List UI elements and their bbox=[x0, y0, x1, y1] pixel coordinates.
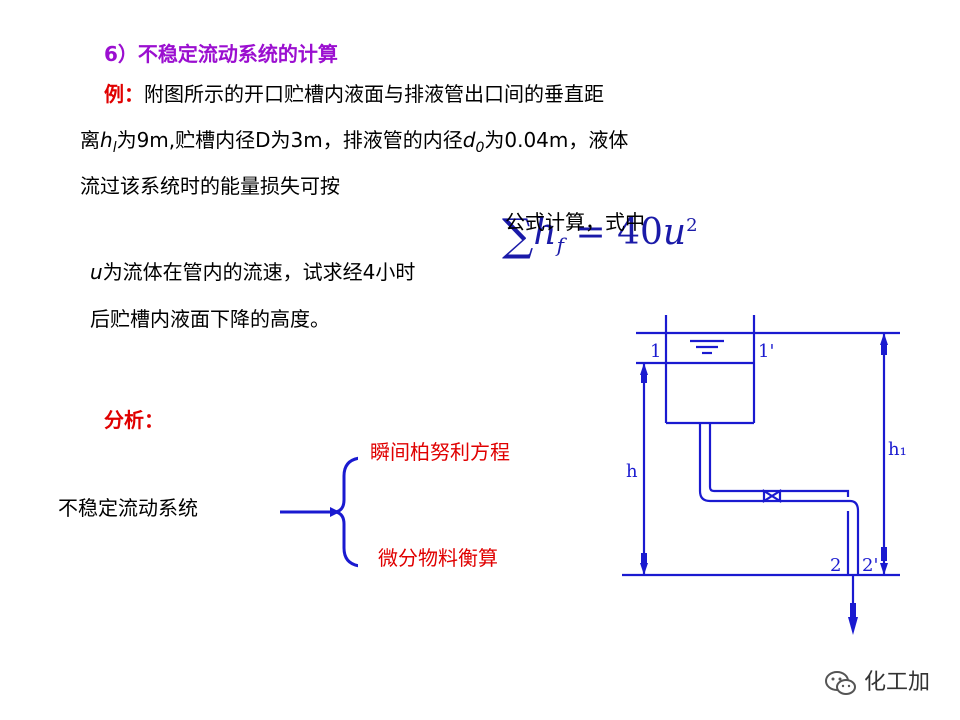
h-arrow-top bbox=[640, 363, 648, 375]
pipe-inner-top bbox=[708, 423, 850, 497]
arrow-head bbox=[330, 507, 340, 517]
outlet-arrow bbox=[848, 617, 858, 635]
h1-arrow-bottom bbox=[880, 563, 888, 575]
loss-formula: ∑hf = 40u2 bbox=[502, 204, 698, 261]
h-symbol: h bbox=[100, 128, 113, 152]
example-line-3: 流过该系统时的能量损失可按 bbox=[80, 174, 340, 198]
example-line-1: 例：附图所示的开口贮槽内液面与排液管出口间的垂直距 bbox=[104, 80, 604, 108]
formula-overlay-text: 公式计算，式中 bbox=[505, 210, 645, 234]
footer-text: 化工加 bbox=[863, 670, 930, 695]
section-heading: 6）不稳定流动系统的计算 bbox=[104, 42, 338, 66]
h-tick-top bbox=[641, 375, 647, 383]
label-2: 2 bbox=[830, 555, 841, 576]
example-line-5: u为流体在管内的流速，试求经4小时 bbox=[90, 258, 415, 286]
formula-equals: = 40 bbox=[564, 212, 663, 253]
formula-exponent: 2 bbox=[686, 215, 698, 236]
h1-arrow-top bbox=[880, 333, 888, 345]
u-symbol: u bbox=[90, 260, 103, 284]
sigma-symbol: ∑ bbox=[502, 210, 534, 261]
h1-tick-top bbox=[881, 345, 887, 355]
text-segment: 为9m,贮槽内径D为3m，排液管的内径 bbox=[116, 128, 463, 152]
d-subscript: 0 bbox=[475, 140, 485, 156]
analysis-label: 分析： bbox=[104, 408, 164, 432]
label-h: h bbox=[626, 461, 638, 482]
example-line-2: 离hl为9m,贮槽内径D为3m，排液管的内径d0为0.04m，液体 bbox=[80, 126, 628, 162]
example-line-6: 后贮槽内液面下降的高度。 bbox=[90, 307, 330, 331]
text-segment: 为0.04m，液体 bbox=[484, 128, 629, 152]
d-symbol: d bbox=[462, 128, 476, 152]
label-2-prime: 2' bbox=[862, 555, 878, 576]
h1-tick-bottom bbox=[881, 547, 887, 561]
outlet-tick bbox=[850, 603, 856, 617]
system-label: 不稳定流动系统 bbox=[58, 496, 198, 520]
label-1-prime: 1' bbox=[758, 341, 774, 362]
brace bbox=[335, 456, 358, 568]
formula-subscript: f bbox=[556, 233, 565, 258]
valve bbox=[762, 489, 782, 503]
example-label: 例： bbox=[104, 82, 144, 106]
label-1: 1 bbox=[650, 341, 661, 362]
h-arrow-bottom bbox=[640, 563, 648, 575]
formula-u: u bbox=[662, 212, 687, 253]
wechat-icon bbox=[824, 671, 856, 695]
h-subscript: l bbox=[112, 140, 117, 156]
example-text-1: 附图所示的开口贮槽内液面与排液管出口间的垂直距 bbox=[144, 82, 604, 106]
h-tick-bottom bbox=[641, 553, 647, 563]
text-segment: 为流体在管内的流速，试求经4小时 bbox=[102, 260, 416, 284]
label-h1: h₁ bbox=[888, 439, 907, 460]
footer-watermark: 化工加 bbox=[824, 664, 930, 697]
branch-bernoulli: 瞬间柏努利方程 bbox=[370, 440, 510, 464]
analysis-arrow-brace bbox=[280, 456, 358, 568]
text-segment: 离 bbox=[80, 128, 100, 152]
branch-material-balance: 微分物料衡算 bbox=[378, 546, 498, 570]
formula-h: h bbox=[533, 212, 557, 253]
tank-diagram: 1 1' h h₁ 2 2' bbox=[622, 315, 907, 635]
